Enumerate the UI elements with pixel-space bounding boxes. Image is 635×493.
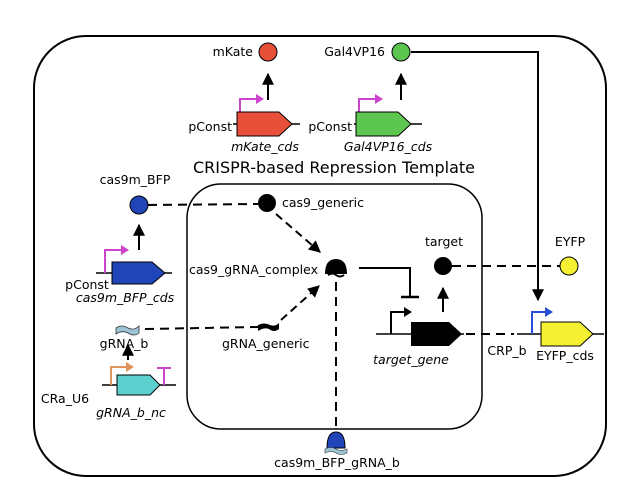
cas9m-bfp-promoter-glyph bbox=[104, 249, 122, 273]
mkate-promoter-arrow bbox=[256, 94, 264, 104]
cas9-generic-label: cas9_generic bbox=[282, 195, 364, 210]
grna-b-nc-label: gRNA_b_nc bbox=[96, 405, 166, 420]
grna-generic-glyph bbox=[258, 323, 279, 331]
gal4vp16-cds-glyph bbox=[355, 111, 412, 137]
cas9m-bfp-unit: cas9m_BFP pConst cas9m_BFP_cds bbox=[65, 172, 174, 305]
cas9m-bfp-label: cas9m_BFP bbox=[100, 172, 171, 187]
grna-b-nc-glyph bbox=[116, 374, 161, 396]
target-protein-glyph bbox=[434, 257, 452, 275]
cas9m-bfp-protein-glyph bbox=[129, 195, 149, 215]
mkate-promoter-label: pConst bbox=[188, 119, 232, 134]
grna-generic-to-complex-arrow bbox=[280, 285, 320, 321]
target-gene-promoter-glyph bbox=[390, 311, 405, 334]
cas9m-bfp-grna-b-glyph bbox=[324, 431, 348, 455]
grna-b-promoter-arrow bbox=[126, 362, 134, 372]
cas9-grna-complex-label: cas9_gRNA_complex bbox=[189, 262, 318, 277]
target-gene-label: target_gene bbox=[373, 352, 449, 367]
target-label: target bbox=[425, 234, 463, 249]
target-gene-cds-glyph bbox=[411, 322, 462, 346]
mkate-cds-glyph bbox=[236, 111, 293, 137]
mkate-label: mKate bbox=[213, 44, 254, 59]
cas9m-bfp-promoter-arrow bbox=[121, 245, 129, 255]
grna-b-label: gRNA_b bbox=[100, 336, 149, 351]
gal4vp16-promoter-arrow bbox=[375, 94, 383, 104]
cas9-generic-glyph bbox=[258, 194, 276, 212]
module-boundary bbox=[186, 183, 483, 430]
cas9-grna-complex-glyph bbox=[325, 259, 347, 274]
mkate-protein-glyph bbox=[258, 42, 278, 62]
cas9-generic-to-complex-arrow bbox=[275, 213, 321, 253]
diagram-title: CRISPR-based Repression Template bbox=[193, 158, 475, 177]
eyfp-label: EYFP bbox=[555, 234, 586, 249]
crp-b-promoter-arrow bbox=[545, 307, 553, 317]
grna-b-promoter-label: CRa_U6 bbox=[41, 391, 89, 406]
complex-repression-edge bbox=[359, 267, 411, 296]
cas9m-bfp-cds-glyph bbox=[111, 261, 166, 285]
gal4vp16-label: Gal4VP16 bbox=[324, 44, 385, 59]
grna-b-promoter-glyph bbox=[110, 366, 127, 385]
grna-b-rna-glyph bbox=[115, 325, 140, 336]
grna-b-terminator-glyph bbox=[157, 367, 171, 385]
eyfp-cds-label: EYFP_cds bbox=[536, 348, 594, 363]
cas9m-bfp-grna-b-label: cas9m_BFP_gRNA_b bbox=[274, 455, 400, 470]
eyfp-cds-glyph bbox=[540, 321, 594, 347]
mkate-cds-label: mKate_cds bbox=[231, 139, 299, 154]
cas9m-bfp-to-generic-link bbox=[147, 203, 259, 206]
crp-b-label: CRP_b bbox=[487, 343, 526, 358]
gal4vp16-to-crp-b-arrow bbox=[411, 51, 544, 302]
eyfp-reporter-unit: CRP_b EYFP_cds bbox=[487, 307, 604, 363]
mkate-unit: mKate pConst mKate_cds bbox=[188, 42, 300, 154]
cas9m-bfp-promoter-label: pConst bbox=[65, 277, 109, 292]
eyfp-protein-glyph bbox=[559, 256, 579, 276]
outer-cell-boundary bbox=[33, 35, 607, 477]
grna-b-to-generic-link bbox=[144, 326, 259, 330]
crp-b-promoter-glyph bbox=[531, 311, 546, 334]
grna-b-unit: gRNA_b CRa_U6 gRNA_b_nc bbox=[41, 325, 176, 420]
cas9m-bfp-cds-label: cas9m_BFP_cds bbox=[76, 290, 175, 305]
target-gene-promoter-arrow bbox=[404, 307, 412, 317]
target-gene-unit: target target_gene bbox=[373, 234, 464, 367]
gal4vp16-protein-glyph bbox=[391, 42, 411, 62]
gal4vp16-cds-label: Gal4VP16_cds bbox=[344, 139, 433, 154]
grna-generic-label: gRNA_generic bbox=[222, 336, 310, 351]
gal4vp16-unit: Gal4VP16 pConst Gal4VP16_cds bbox=[308, 42, 433, 154]
gal4vp16-promoter-label: pConst bbox=[308, 119, 352, 134]
